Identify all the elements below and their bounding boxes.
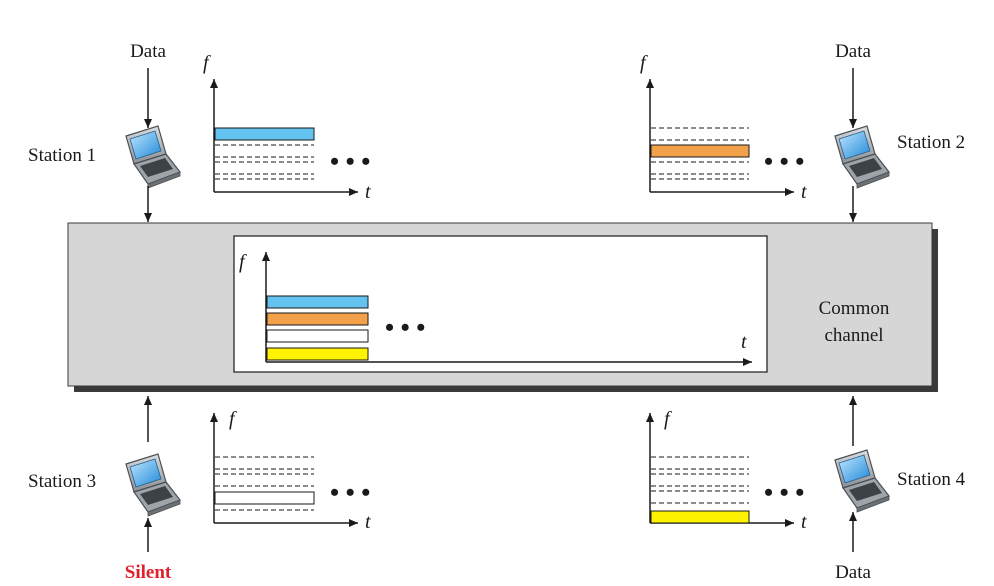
station1-ellipsis: • • • — [330, 147, 370, 176]
station3-f-label: f — [229, 408, 237, 430]
combined-f-label: f — [239, 251, 247, 273]
station4-data-label: Data — [835, 562, 871, 583]
station2-t-label: t — [801, 181, 807, 203]
station3-laptop-icon — [125, 453, 181, 517]
station2-f-label: f — [640, 52, 648, 74]
combined-t-label: t — [741, 331, 747, 353]
combined-ellipsis: • • • — [385, 313, 425, 342]
station2-empty-slots — [651, 127, 749, 180]
station1-f-label: f — [203, 52, 211, 74]
station2-band-orange — [650, 144, 750, 158]
station4-empty-slots — [651, 456, 749, 504]
combined-band-yellow — [266, 347, 369, 361]
combined-band-blue — [266, 295, 369, 309]
combined-band-orange — [266, 312, 369, 326]
station4-band-yellow — [650, 510, 750, 524]
station3-silent-label: Silent — [125, 562, 172, 583]
combined-band-white — [266, 329, 369, 343]
station1-band-blue — [214, 127, 315, 141]
station1-t-label: t — [365, 181, 371, 203]
station3-t-label: t — [365, 511, 371, 533]
station3-name: Station 3 — [28, 471, 96, 492]
channel-label-line1: Common — [819, 298, 890, 319]
station1-data-label: Data — [130, 41, 166, 62]
station1-laptop-icon — [125, 125, 181, 189]
station1-name: Station 1 — [28, 145, 96, 166]
station4-ellipsis: • • • — [764, 478, 804, 507]
station3-ellipsis: • • • — [330, 478, 370, 507]
station3-band-empty — [214, 491, 315, 505]
channel-label-line2: channel — [824, 325, 883, 346]
station3-empty-slots — [215, 456, 314, 511]
station2-laptop-icon — [834, 125, 890, 189]
station4-laptop-icon — [834, 449, 890, 513]
station2-ellipsis: • • • — [764, 147, 804, 176]
station2-data-label: Data — [835, 41, 871, 62]
station4-f-label: f — [664, 408, 672, 430]
station1-empty-slots — [215, 144, 314, 180]
station4-t-label: t — [801, 511, 807, 533]
station2-name: Station 2 — [897, 132, 965, 153]
station4-name: Station 4 — [897, 469, 966, 490]
